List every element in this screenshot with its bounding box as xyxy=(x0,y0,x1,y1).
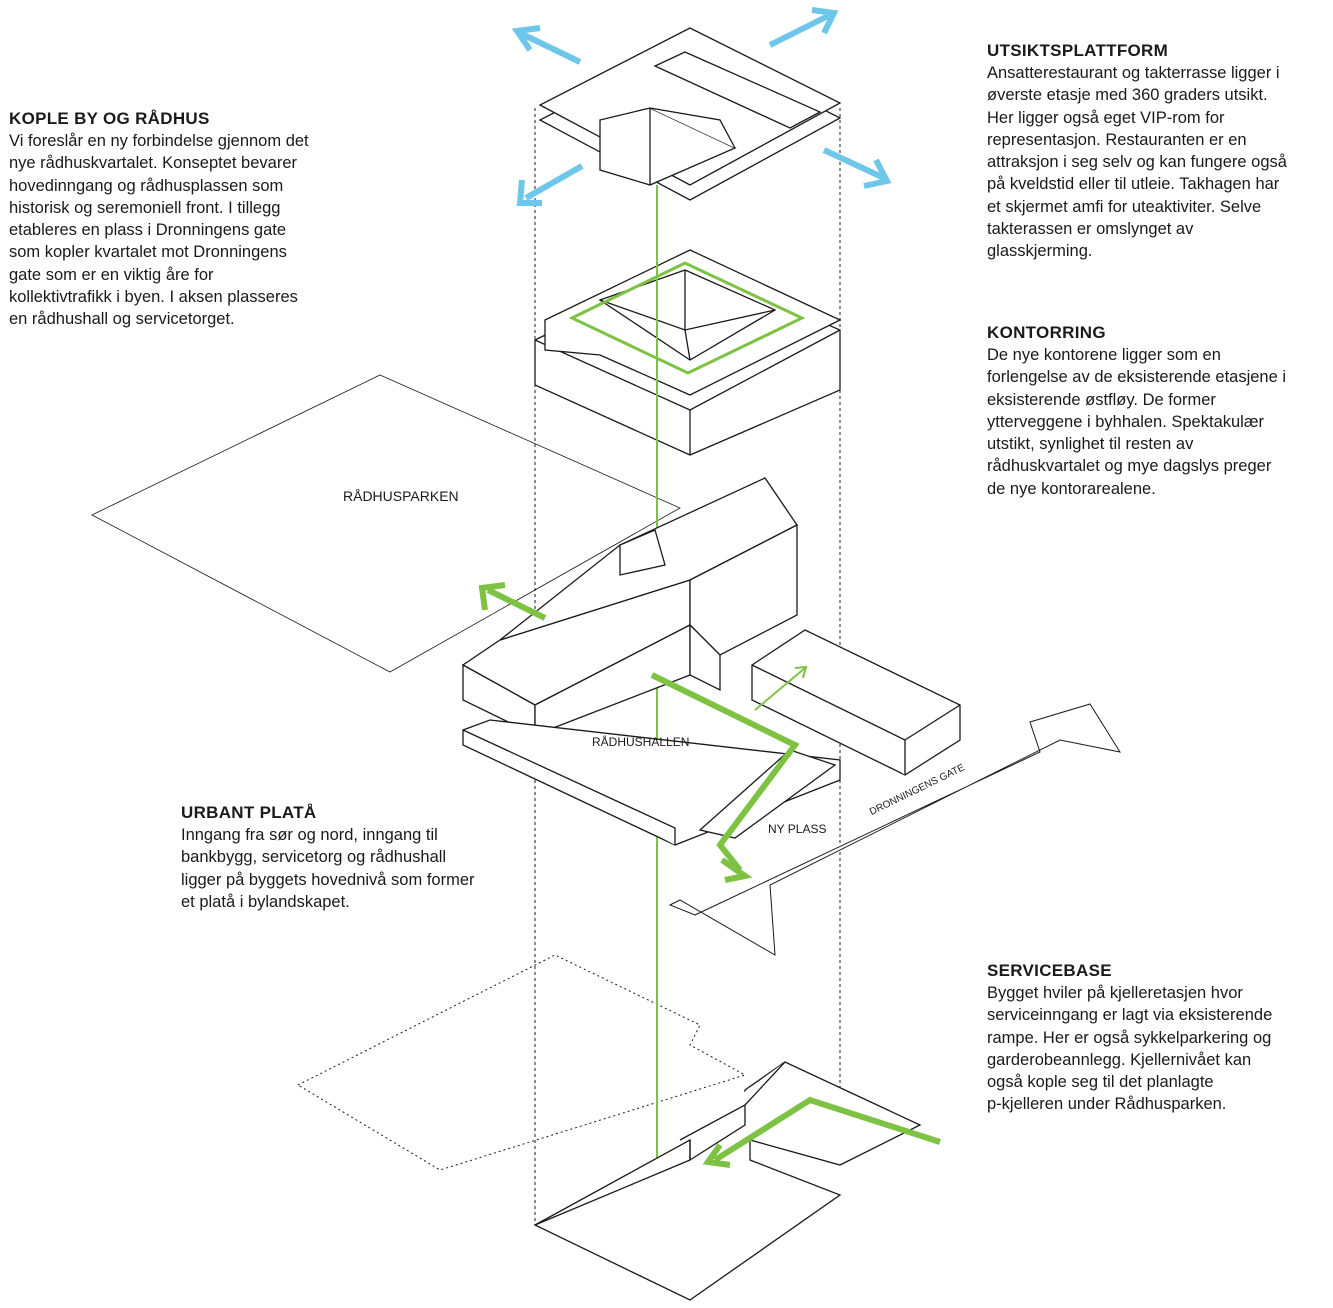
body-line: rådhuskvartalet og mye dagslys preger xyxy=(987,457,1272,476)
body-line: også kople seg til det planlagte xyxy=(987,1073,1214,1092)
body-line: nye rådhuskvartalet. Konseptet bevarer xyxy=(9,154,298,173)
section-body: De nye kontorene ligger som en forlengels… xyxy=(987,344,1286,500)
section-body: Inngang fra sør og nord, inngang til bank… xyxy=(181,824,475,913)
body-line: Inngang fra sør og nord, inngang til xyxy=(181,826,438,844)
body-line: etableres en plass i Dronningens gate xyxy=(9,221,287,240)
body-line: garderobeannlegg. Kjellernivået kan xyxy=(987,1050,1252,1069)
roof-platform xyxy=(538,27,842,201)
body-line: Her ligger også eget VIP-rom for xyxy=(987,108,1225,127)
label-plass: NY PLASS xyxy=(768,822,827,836)
body-line: eksisterende østfløy. De former xyxy=(987,390,1216,409)
section-body: Ansatterestaurant og takterrasse ligger … xyxy=(987,62,1287,263)
office-ring xyxy=(534,249,842,456)
body-line: attraksjon i seg selv og kan fungere ogs… xyxy=(987,153,1287,172)
basement-level xyxy=(533,1061,922,1301)
body-line: de nye kontorarealene. xyxy=(987,479,1156,498)
body-line: Ansatterestaurant og takterrasse ligger … xyxy=(987,64,1280,82)
section-title: UTSIKTSPLATTFORM xyxy=(987,41,1169,60)
label-park: RÅDHUSPARKEN xyxy=(343,488,459,504)
body-line: ytterveggene i byhhalen. Spektakulær xyxy=(987,412,1265,431)
body-line: Vi foreslår en ny forbindelse gjennom de… xyxy=(9,132,309,150)
body-line: representasjon. Restauranten er en xyxy=(987,130,1247,149)
body-line: bankbygg, servicetorg og rådhushall xyxy=(181,848,447,867)
body-line: en rådhushall og servicetorget. xyxy=(9,310,235,329)
body-line: De nye kontorene ligger som en xyxy=(987,346,1221,364)
body-line: øverste etasje med 360 graders utsikt. xyxy=(987,86,1268,105)
section-title: KONTORRING xyxy=(987,323,1106,342)
body-line: gate som er en viktig åre for xyxy=(9,265,214,284)
section-title: URBANT PLATÅ xyxy=(181,803,317,822)
town-hall-buildings xyxy=(461,477,961,846)
label-hall: RÅDHUSHALLEN xyxy=(592,735,690,749)
body-line: utstikt, synlighet til resten av xyxy=(987,435,1194,454)
body-line: et skjermet amfi for uteaktiviter. Selve xyxy=(987,197,1262,216)
section-title: KOPLE BY OG RÅDHUS xyxy=(9,109,210,128)
body-line: historisk og seremoniell front. I tilleg… xyxy=(9,198,281,217)
section-kontor: KONTORRING De nye kontorene ligger som e… xyxy=(987,322,1286,500)
basement-dotted-outline xyxy=(296,954,747,1171)
section-title: SERVICEBASE xyxy=(987,961,1112,980)
view-arrows xyxy=(511,7,892,206)
body-line: Bygget hviler på kjelleretasjen hvor xyxy=(987,984,1243,1002)
basement-green-route xyxy=(702,1096,941,1168)
green-route xyxy=(478,582,808,883)
body-line: takterassen er omslynget av xyxy=(987,220,1194,239)
section-body: Bygget hviler på kjelleretasjen hvor serv… xyxy=(987,982,1272,1116)
dronningens-gate-arrow xyxy=(668,703,1122,956)
body-line: hovedinngang og rådhusplassen som xyxy=(9,176,284,195)
body-line: på kveldstid eller til utleie. Takhagen … xyxy=(987,175,1280,194)
body-line: som kopler kvartalet mot Dronningens xyxy=(9,243,287,262)
body-line: forlengelse av de eksisterende etasjene … xyxy=(987,368,1287,387)
body-line: kollektivtrafikk i byen. I aksen plasser… xyxy=(9,288,298,307)
park-outline xyxy=(91,374,681,673)
body-line: p-kjelleren under Rådhusparken. xyxy=(987,1095,1227,1114)
body-line: ligger på byggets hovednivå som former xyxy=(181,870,475,889)
body-line: rampe. Her er også sykkelparkering og xyxy=(987,1028,1272,1047)
section-service: SERVICEBASE Bygget hviler på kjelleretas… xyxy=(987,960,1272,1116)
body-line: serviceinngang er lagt via eksisterende xyxy=(987,1006,1273,1025)
body-line: glasskjerming. xyxy=(987,242,1093,261)
section-utsikt: UTSIKTSPLATTFORM Ansatterestaurant og ta… xyxy=(987,40,1287,263)
section-body: Vi foreslår en ny forbindelse gjennom de… xyxy=(9,130,309,331)
section-urbant: URBANT PLATÅ Inngang fra sør og nord, in… xyxy=(181,802,475,913)
section-kople: KOPLE BY OG RÅDHUS Vi foreslår en ny for… xyxy=(9,108,309,331)
body-line: et platå i bylandskapet. xyxy=(181,892,350,911)
